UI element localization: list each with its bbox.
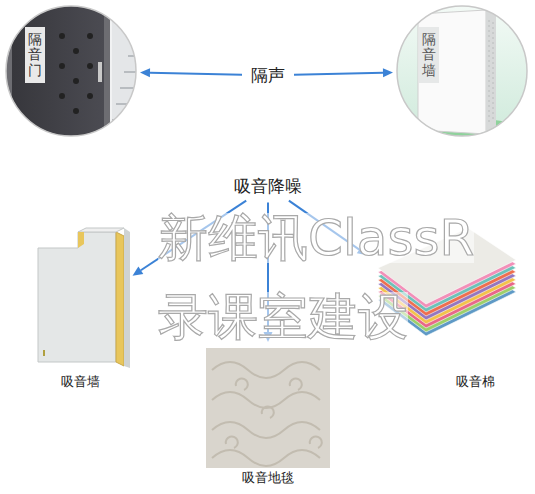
carpet-picture: [262, 406, 274, 418]
carpet-picture: [212, 422, 320, 438]
arrow-head: [140, 68, 150, 77]
absorb-wall-picture: [78, 228, 124, 232]
door-picture: [59, 63, 65, 69]
wall-picture: [486, 10, 496, 134]
carpet-picture: [212, 362, 322, 466]
product-item: 吸音墙: [30, 228, 130, 393]
absorb-wall-picture: [38, 228, 130, 368]
node-text: 隔音墙: [419, 27, 439, 83]
watermark: 新维讯ClassR: [158, 213, 474, 263]
carpet-picture: [226, 436, 238, 448]
door-picture: [73, 48, 79, 54]
node-text: 吸音地毯: [242, 470, 294, 487]
absorb-wall-picture: [38, 232, 116, 362]
product-item: 吸音地毯: [205, 345, 331, 489]
carpet-picture: [206, 348, 330, 468]
door-picture: [87, 93, 93, 99]
door-picture: [73, 78, 79, 84]
carpet-picture: [290, 378, 302, 390]
door-picture: [112, 0, 142, 142]
wall-picture: [489, 20, 493, 124]
carpet-picture: [212, 392, 320, 408]
wall-picture: [382, 5, 535, 162]
node-text: 隔音门: [25, 27, 45, 83]
node-text: 隔声: [251, 65, 285, 85]
circle-frame: [397, 6, 527, 136]
door-picture: [98, 62, 102, 82]
watermark: 录课室建设: [158, 292, 408, 342]
door-picture: [6, 0, 110, 142]
absorb-wall-picture: [116, 232, 124, 366]
arrow-head: [383, 68, 393, 77]
carpet-picture: [310, 436, 322, 448]
carpet-picture: [212, 450, 320, 466]
carpet-picture: [212, 362, 320, 378]
door-circle: 隔音门: [5, 5, 137, 137]
node-text: 吸音降噪: [234, 176, 302, 196]
door-picture: [73, 108, 79, 114]
arrow-head: [133, 267, 144, 276]
node-text: 吸音棉: [456, 374, 495, 391]
carpet-picture: [206, 348, 330, 468]
door-picture: [87, 63, 93, 69]
category-label: 吸音降噪: [229, 174, 307, 198]
absorb-wall-picture: [43, 350, 45, 356]
door-picture: [112, 56, 142, 120]
wall-circle: 隔音墙: [396, 5, 528, 137]
door-picture: [12, 0, 104, 142]
category-label: 隔声: [246, 63, 290, 87]
node-text: 吸音墙: [61, 374, 100, 391]
circle-frame: [6, 6, 136, 136]
carpet-picture: [236, 378, 248, 390]
arrow-connector: [294, 73, 383, 75]
door-picture: [0, 0, 142, 142]
door-picture: [0, 0, 142, 142]
absorb-wall-picture: [78, 232, 84, 248]
wall-picture: [418, 10, 486, 134]
absorb-wall-picture: [124, 228, 130, 368]
door-picture: [59, 33, 65, 39]
arrow-connector: [150, 73, 242, 75]
door-picture: [59, 93, 65, 99]
door-picture: [87, 33, 93, 39]
wall-picture: [396, 5, 528, 137]
